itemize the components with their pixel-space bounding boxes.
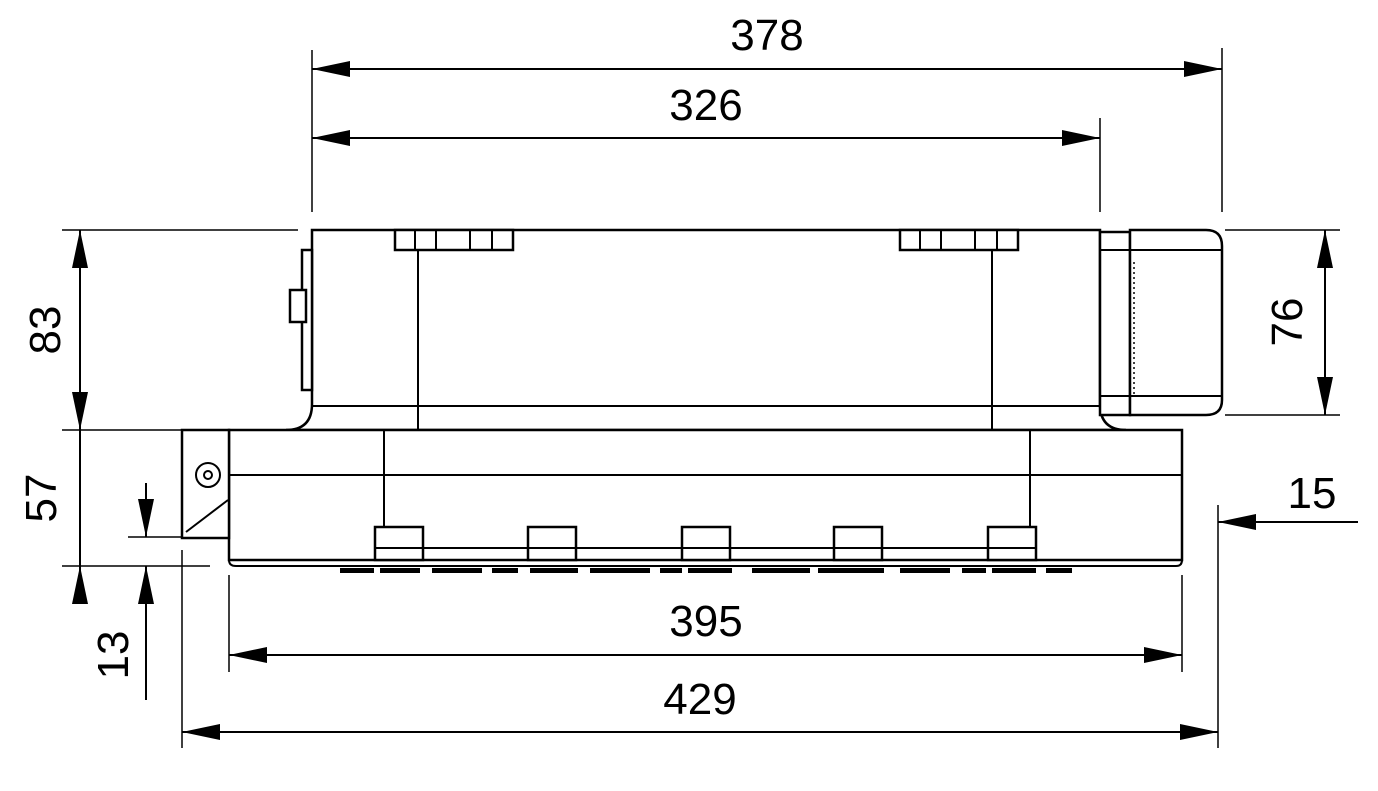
dim-label-13: 13 [89, 631, 138, 680]
dim-label-57: 57 [17, 474, 66, 523]
side-nut [288, 288, 308, 324]
mount-clamp-right [898, 228, 1020, 252]
pad [680, 525, 732, 562]
pad [832, 525, 884, 562]
dimension-429: 429 [182, 675, 1218, 740]
pad [373, 525, 425, 562]
dim-label-326: 326 [669, 81, 742, 130]
dimension-13: 13 [89, 483, 154, 700]
dimension-57-bottom-arrow [72, 566, 88, 604]
dimension-76: 76 [1263, 230, 1333, 415]
dim-label-83: 83 [21, 306, 70, 355]
upper-body [285, 228, 1127, 432]
connector [1098, 228, 1224, 417]
dimension-395: 395 [229, 597, 1182, 663]
mount-clamp-left [393, 228, 515, 252]
dimension-57: 57 [17, 430, 81, 566]
dimension-326: 326 [312, 81, 1100, 146]
dim-label-76: 76 [1263, 298, 1312, 347]
dimension-83: 83 [21, 230, 88, 430]
base-pads [373, 525, 1038, 562]
dim-label-429: 429 [663, 675, 736, 724]
left-bracket [180, 428, 231, 540]
dim-label-15: 15 [1288, 469, 1337, 518]
pad [986, 525, 1038, 562]
dim-label-395: 395 [669, 597, 742, 646]
pad [526, 525, 578, 562]
dimension-378: 378 [312, 11, 1222, 77]
dim-label-378: 378 [730, 11, 803, 60]
bottom-teeth [340, 568, 1072, 573]
